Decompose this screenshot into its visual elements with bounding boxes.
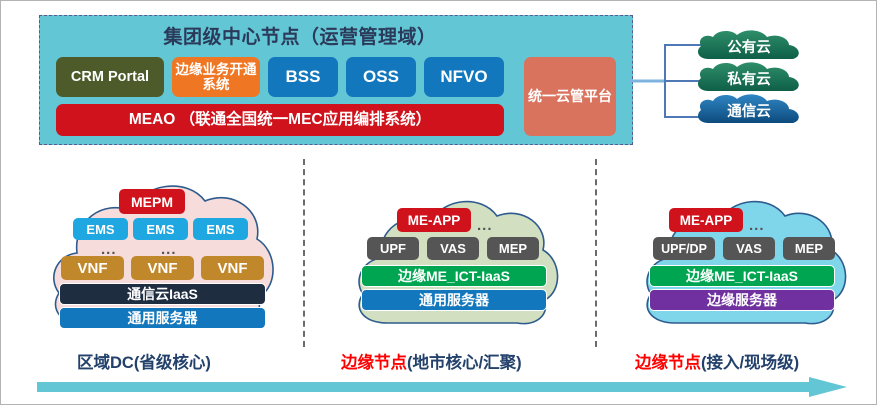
ellipsis-1: ... bbox=[101, 241, 117, 258]
ellipsis-2: ... bbox=[161, 241, 177, 258]
bar-general-server[interactable]: 通用服务器 bbox=[59, 307, 266, 329]
tier-label-highlight: 边缘节点 bbox=[635, 354, 701, 372]
box-nfvo[interactable]: NFVO bbox=[424, 57, 504, 97]
ellipsis: ... bbox=[477, 217, 493, 234]
cloud-private-label: 私有云 bbox=[727, 71, 771, 88]
group-center-node-panel: 集团级中心节点（运营管理域） CRM Portal 边缘业务开通系统 BSS O… bbox=[39, 15, 633, 145]
chip-mep[interactable]: MEP bbox=[487, 237, 539, 260]
chip-vas[interactable]: VAS bbox=[427, 237, 479, 260]
bar-general-server[interactable]: 通用服务器 bbox=[361, 289, 547, 311]
center-panel-title: 集团级中心节点（运营管理域） bbox=[163, 27, 437, 48]
separator-right bbox=[595, 159, 597, 347]
tier-label-rest: (地市核心/汇聚) bbox=[407, 354, 522, 372]
tier-label-edge-node-access: 边缘节点(接入/现场级) bbox=[635, 349, 799, 373]
chip-ems-1[interactable]: EMS bbox=[73, 218, 128, 240]
stack-edge-node-city: ME-APP ... UPF VAS MEP 边缘ME_ICT-IaaS 通用服… bbox=[351, 196, 563, 328]
group-regional-dc: MEPM EMS EMS EMS ... ... VNF VNF VNF 通信云… bbox=[47, 173, 279, 331]
chip-me-app[interactable]: ME-APP bbox=[669, 208, 743, 232]
tier-label-highlight: 边缘节点 bbox=[341, 354, 407, 372]
chip-mep[interactable]: MEP bbox=[783, 237, 835, 260]
stack-edge-node-access: ME-APP ... UPF/DP VAS MEP 边缘ME_ICT-IaaS … bbox=[639, 196, 851, 328]
chip-upf-dp[interactable]: UPF/DP bbox=[653, 237, 715, 260]
box-crm-portal[interactable]: CRM Portal bbox=[56, 57, 164, 97]
cloud-private[interactable]: 私有云 bbox=[693, 61, 805, 95]
stack-regional-dc: MEPM EMS EMS EMS ... ... VNF VNF VNF 通信云… bbox=[47, 173, 279, 331]
ellipsis: ... bbox=[749, 217, 765, 234]
cloud-shape-icon bbox=[697, 94, 799, 123]
group-edge-node-city: ME-APP ... UPF VAS MEP 边缘ME_ICT-IaaS 通用服… bbox=[351, 196, 563, 328]
tier-label-rest: 区域DC(省级核心) bbox=[77, 354, 211, 372]
bar-edge-me-ict-iaas[interactable]: 边缘ME_ICT-IaaS bbox=[649, 265, 835, 287]
box-bss[interactable]: BSS bbox=[268, 57, 338, 97]
bar-telecom-cloud-iaas[interactable]: 通信云IaaS bbox=[59, 283, 266, 305]
chip-vas[interactable]: VAS bbox=[723, 237, 775, 260]
cloud-telecom-label: 通信云 bbox=[727, 103, 771, 120]
separator-left bbox=[303, 159, 305, 347]
cloud-public-label: 公有云 bbox=[727, 39, 771, 56]
cloud-public[interactable]: 公有云 bbox=[693, 29, 805, 63]
cloud-connector-lines bbox=[629, 44, 701, 118]
box-unified-cloud-management-platform[interactable]: 统一云管平台 bbox=[524, 57, 616, 136]
chip-me-app[interactable]: ME-APP bbox=[397, 208, 471, 232]
chip-mepm[interactable]: MEPM bbox=[119, 189, 185, 214]
bar-edge-me-ict-iaas[interactable]: 边缘ME_ICT-IaaS bbox=[361, 265, 547, 287]
cloud-telecom[interactable]: 通信云 bbox=[693, 93, 805, 127]
bar-edge-server[interactable]: 边缘服务器 bbox=[649, 289, 835, 311]
group-edge-node-access: ME-APP ... UPF/DP VAS MEP 边缘ME_ICT-IaaS … bbox=[639, 196, 851, 328]
chip-ems-2[interactable]: EMS bbox=[133, 218, 188, 240]
chip-vnf-1[interactable]: VNF bbox=[61, 256, 124, 280]
cloud-shape-icon bbox=[697, 62, 799, 91]
box-edge-business-provisioning[interactable]: 边缘业务开通系统 bbox=[172, 57, 260, 97]
tier-label-edge-node-city: 边缘节点(地市核心/汇聚) bbox=[341, 349, 522, 373]
box-oss[interactable]: OSS bbox=[346, 57, 416, 97]
chip-vnf-3[interactable]: VNF bbox=[201, 256, 264, 280]
box-meao[interactable]: MEAO （联通全国统一MEC应用编排系统） bbox=[56, 104, 504, 136]
chip-upf[interactable]: UPF bbox=[367, 237, 419, 260]
tier-label-rest: (接入/现场级) bbox=[701, 354, 800, 372]
chip-ems-3[interactable]: EMS bbox=[193, 218, 248, 240]
chip-vnf-2[interactable]: VNF bbox=[131, 256, 194, 280]
tier-label-regional-dc: 区域DC(省级核心) bbox=[77, 349, 211, 373]
cloud-shape-icon bbox=[697, 30, 799, 59]
flow-direction-arrow bbox=[37, 377, 847, 397]
